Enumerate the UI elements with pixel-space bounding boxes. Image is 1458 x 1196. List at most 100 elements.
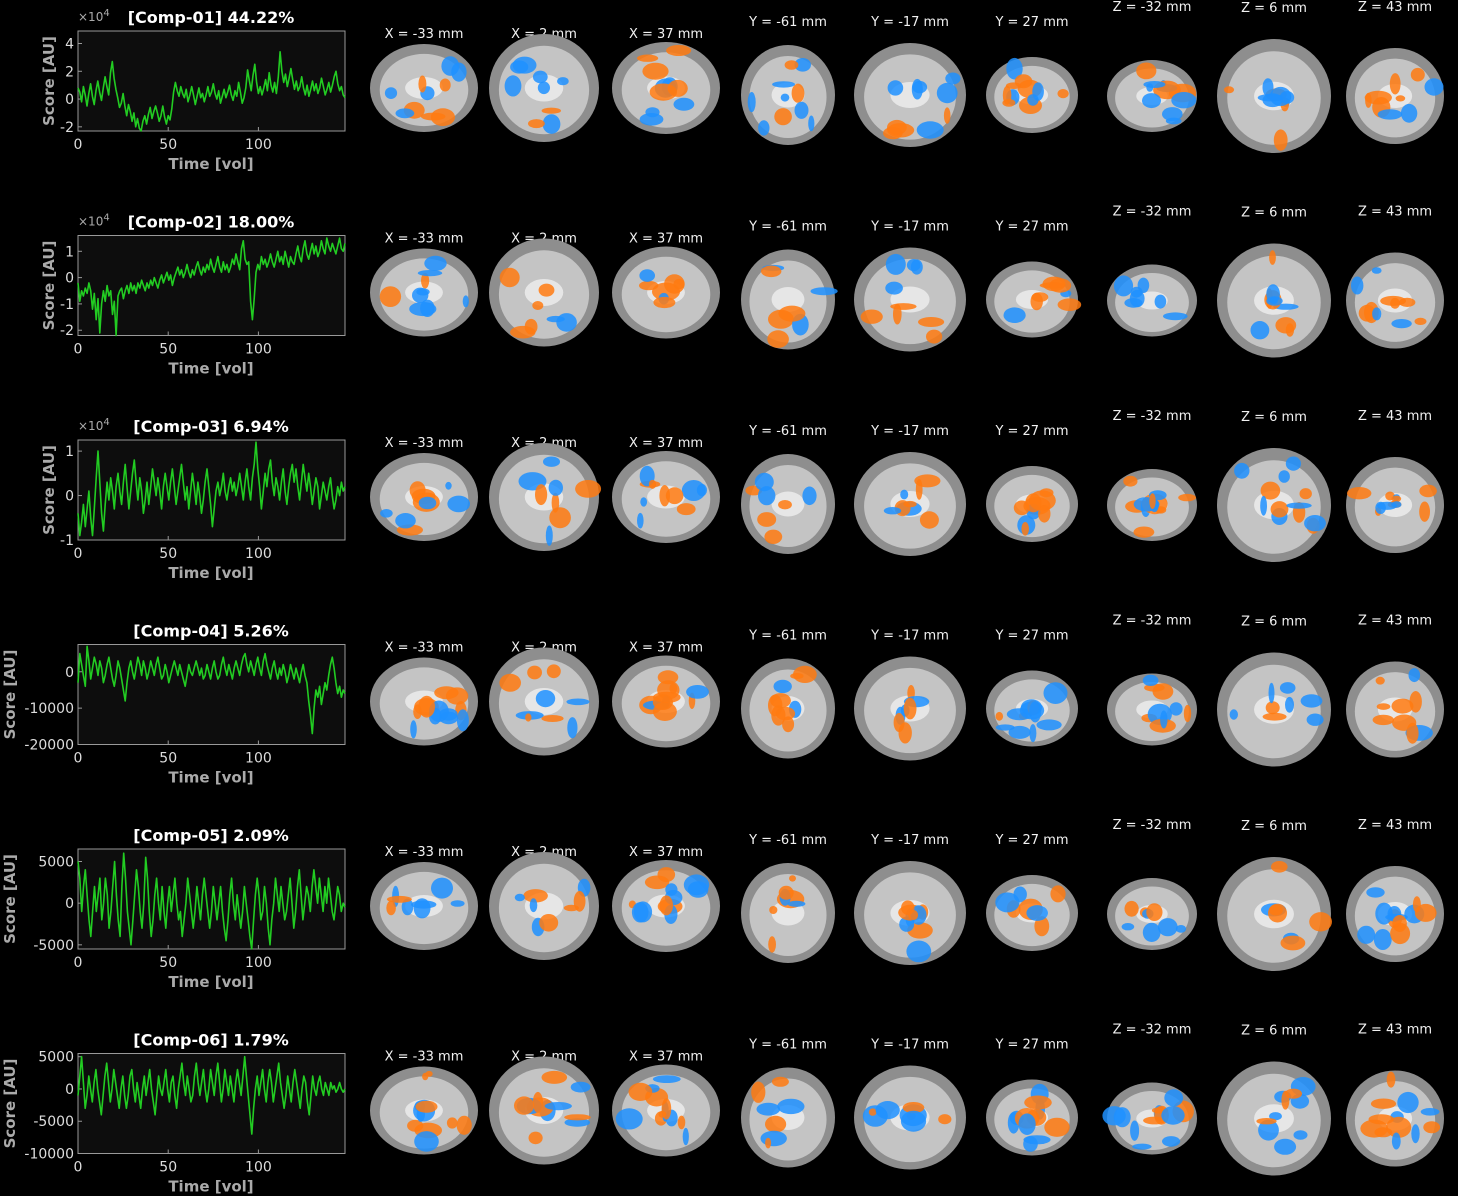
brain-slice (741, 658, 835, 759)
activation-positive (407, 1119, 424, 1132)
brain-slice (1107, 673, 1197, 746)
activation-negative (773, 679, 792, 694)
activation-negative (875, 1101, 900, 1120)
x-tick-label: 0 (74, 342, 83, 358)
activation-positive (868, 1108, 877, 1116)
activation-positive (751, 1081, 766, 1103)
y-multiplier: ×104 (78, 213, 110, 229)
slice-label: Z = -32 mm (1113, 818, 1192, 833)
brain-slice (370, 657, 478, 746)
activation-negative (1169, 702, 1183, 716)
y-tick-label: -1 (60, 297, 74, 313)
activation-positive (573, 890, 586, 912)
activation-positive (525, 713, 532, 722)
brain-slice (741, 1067, 835, 1168)
activation-negative (1274, 1138, 1297, 1155)
x-tick-label: 0 (74, 955, 83, 971)
brain-slice (1217, 448, 1331, 562)
x-tick-label: 100 (245, 342, 272, 358)
activation-negative (416, 288, 430, 296)
activation-negative (673, 97, 695, 111)
activation-negative (1121, 923, 1135, 931)
activation-positive (1124, 900, 1139, 917)
activation-negative (1262, 93, 1283, 108)
brain-slice (986, 261, 1082, 338)
brain-slice (854, 247, 966, 352)
activation-positive (652, 282, 680, 301)
slice-label: Z = 43 mm (1358, 614, 1432, 629)
activation-positive (1284, 1088, 1302, 1099)
activation-negative (885, 253, 906, 275)
score-trace (77, 441, 346, 537)
y-tick-label: -5000 (33, 938, 74, 954)
slice-label: Y = -61 mm (748, 1038, 827, 1053)
x-axis-label: Time [vol] (168, 564, 253, 582)
activation-negative (441, 56, 460, 76)
x-tick-label: 50 (159, 955, 177, 971)
activation-negative (1375, 902, 1393, 925)
activation-negative (564, 1118, 591, 1127)
activation-negative (417, 270, 443, 277)
activation-positive (995, 711, 1004, 721)
activation-positive (659, 895, 673, 916)
activation-negative (758, 120, 770, 136)
component-title: [Comp-04] 5.26% (133, 622, 288, 641)
brain-slice (489, 1056, 599, 1165)
activation-negative (639, 269, 655, 282)
brain-slice (741, 863, 835, 963)
activation-negative (445, 481, 452, 490)
slice-label: Y = 27 mm (994, 424, 1068, 439)
activation-negative (1020, 699, 1043, 716)
activation-positive (902, 1102, 925, 1114)
y-tick-label: -1 (60, 533, 74, 549)
activation-positive (658, 1110, 667, 1118)
activation-positive (499, 267, 520, 288)
slice-label: X = -33 mm (385, 232, 464, 247)
activation-negative (456, 709, 469, 732)
activation-positive (1256, 1118, 1277, 1125)
activation-positive (1024, 1095, 1052, 1110)
brain-slice (370, 453, 478, 541)
brain-slice-white-matter (771, 287, 805, 312)
activation-positive (644, 875, 670, 890)
slice-label: X = -33 mm (385, 436, 464, 451)
brain-slice (612, 655, 720, 748)
y-tick-label: 0 (65, 896, 74, 912)
activation-positive (648, 479, 657, 489)
activation-positive (1265, 701, 1280, 715)
y-tick-label: -2 (60, 323, 74, 339)
activation-positive (1038, 505, 1051, 523)
activation-negative (514, 893, 525, 902)
activation-negative (1113, 1107, 1131, 1128)
activation-negative (1391, 319, 1412, 329)
activation-positive (418, 75, 427, 93)
activation-negative (1171, 92, 1197, 109)
activation-positive (893, 713, 905, 732)
activation-negative (936, 82, 958, 104)
activation-positive (456, 1115, 472, 1135)
activation-negative (1373, 929, 1392, 950)
activation-positive (1299, 488, 1312, 500)
activation-positive (764, 529, 783, 544)
x-tick-label: 100 (245, 137, 272, 153)
activation-positive (919, 511, 939, 529)
activation-negative (1163, 312, 1188, 321)
brain-slice (489, 34, 599, 142)
slice-label: Y = -17 mm (870, 833, 949, 848)
score-trace (77, 237, 346, 337)
activation-negative (424, 255, 447, 271)
brain-slice (489, 647, 599, 756)
activation-negative (1132, 1143, 1152, 1150)
activation-positive (782, 716, 795, 733)
slice-label: X = -33 mm (385, 1050, 464, 1065)
activation-positive (784, 60, 799, 70)
activation-negative (1260, 495, 1267, 516)
score-trace (77, 1055, 346, 1135)
activation-positive (860, 309, 883, 324)
activation-positive (418, 695, 436, 718)
activation-positive (1223, 86, 1235, 94)
activation-negative (418, 496, 437, 510)
activation-negative (413, 898, 431, 919)
